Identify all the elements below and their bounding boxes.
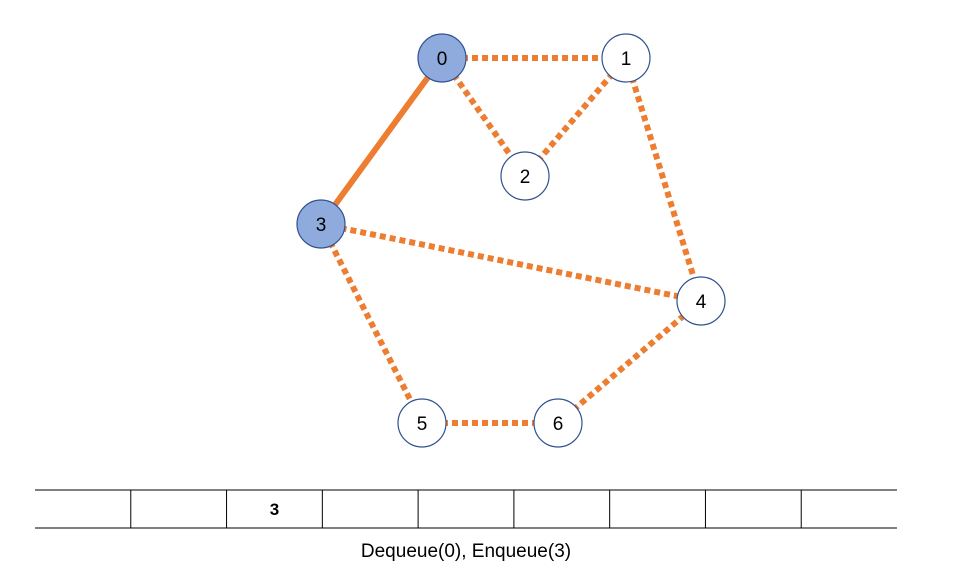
node-circle-6	[533, 398, 583, 448]
edge-3-5	[318, 222, 425, 425]
caption: Dequeue(0), Enqueue(3)	[361, 541, 571, 562]
node-label-5: 5	[417, 414, 428, 435]
node-circle-5	[397, 398, 447, 448]
edge-0-3	[318, 56, 445, 226]
node-circle-4	[676, 276, 726, 326]
edge-1-2	[522, 56, 629, 178]
queue-cell-2: 3	[270, 500, 279, 519]
edge-3-4	[320, 221, 702, 304]
node-label-1: 1	[621, 49, 632, 70]
nodes: 0 1 2 3 4 5 6	[296, 33, 726, 448]
node-label-6: 6	[553, 414, 564, 435]
node-6: 6	[533, 398, 583, 448]
edge-1-4	[623, 57, 704, 302]
node-0: 0	[417, 33, 467, 83]
node-circle-2	[500, 151, 550, 201]
node-5: 5	[397, 398, 447, 448]
node-1: 1	[601, 33, 651, 83]
node-label-4: 4	[696, 292, 707, 313]
node-circle-0	[417, 33, 467, 83]
queue: 3	[35, 489, 897, 529]
node-label-2: 2	[520, 167, 531, 188]
node-circle-3	[296, 199, 346, 249]
node-circle-1	[601, 33, 651, 83]
node-4: 4	[676, 276, 726, 326]
node-label-3: 3	[316, 215, 327, 236]
node-3: 3	[296, 199, 346, 249]
edge-6-4	[556, 298, 703, 426]
edges	[318, 55, 704, 426]
node-label-0: 0	[437, 49, 448, 70]
node-2: 2	[500, 151, 550, 201]
